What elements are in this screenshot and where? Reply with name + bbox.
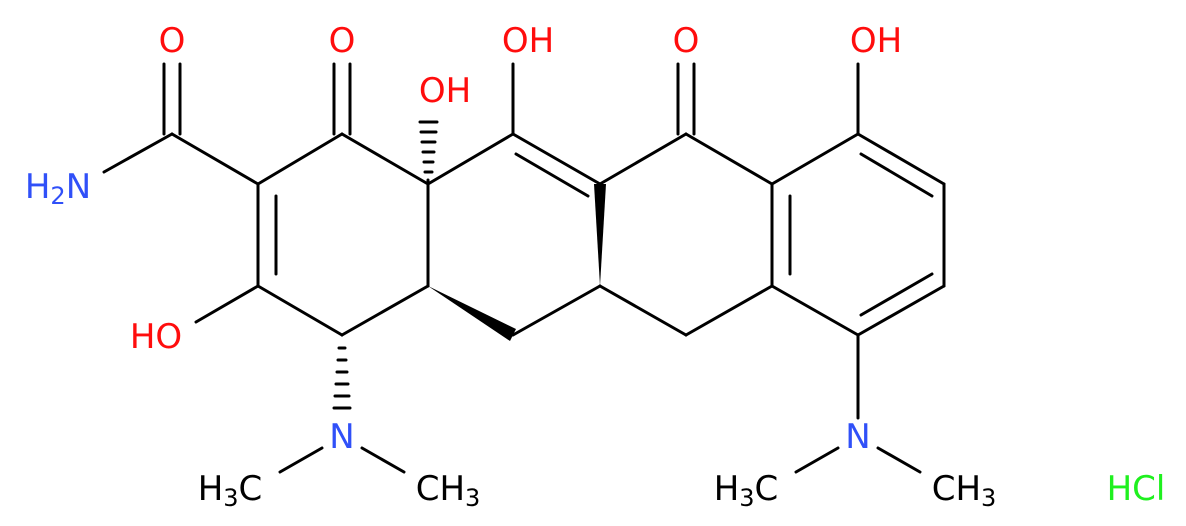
bond-c10-c9 xyxy=(856,132,946,186)
wedge-c4a-c5 xyxy=(428,286,516,341)
oxygen-amide-label: O xyxy=(159,21,186,61)
bond-c1-c2 xyxy=(256,132,344,186)
bond-c12-c11a-inner xyxy=(514,152,590,198)
bond-c11a-c11 xyxy=(598,132,688,186)
hydroxyl-c12-label: OH xyxy=(502,21,554,61)
hashed-wedge-c4-n xyxy=(332,346,352,410)
hydroxyl-c10-label: OH xyxy=(850,21,902,61)
bond-camide-n xyxy=(102,132,174,174)
hydroxyl-c12a-label: OH xyxy=(419,71,471,111)
wedge-c5a-c11a xyxy=(594,184,606,286)
nitrogen-c4-label: N xyxy=(329,417,354,457)
bond-n4-ch3-left xyxy=(278,446,324,474)
bond-n7-ch3-left xyxy=(794,446,840,474)
bond-c12a-c1 xyxy=(340,132,430,186)
amine-amide-label: H2N xyxy=(25,167,91,210)
bond-c3-oh xyxy=(194,284,260,324)
methyl-n4-left-label: H3C xyxy=(198,469,263,512)
bond-c6-c5a xyxy=(598,284,688,337)
oxygen-c11-label: O xyxy=(673,21,700,61)
bond-c12-c11a xyxy=(511,132,602,186)
bond-n7-ch3-right xyxy=(876,446,922,474)
bond-c10-c9-inner xyxy=(859,152,934,198)
atom-labels: O O OH O OH OH HO H2N N N H3C CH3 H3C CH… xyxy=(25,21,1166,512)
bond-c8-c7 xyxy=(856,284,946,337)
bond-c2-camide xyxy=(170,132,260,186)
bond-c10a-c10 xyxy=(770,132,860,186)
methyl-n7-right-label: CH3 xyxy=(932,469,997,512)
bond-c8-c7-inner xyxy=(859,272,934,317)
nitrogen-c7-label: N xyxy=(845,417,870,457)
salt-hcl-label: HCl xyxy=(1107,469,1166,509)
bond-c5-c5a xyxy=(511,284,602,337)
methyl-n4-right-label: CH3 xyxy=(416,469,481,512)
hydroxyl-c3-label: HO xyxy=(130,317,182,357)
bond-c3-c4 xyxy=(256,284,344,337)
bonds xyxy=(102,62,946,474)
bond-n4-ch3-right xyxy=(360,446,406,474)
stereo-bonds xyxy=(332,120,606,410)
bond-c11-c10a xyxy=(684,132,774,186)
bond-c6a-c6 xyxy=(684,284,774,337)
hashed-wedge-c12a-oh xyxy=(418,120,439,186)
bond-c7-c6a xyxy=(770,284,860,337)
bond-c12a-c12 xyxy=(426,132,515,186)
oxygen-c1-label: O xyxy=(329,21,356,61)
methyl-n7-left-label: H3C xyxy=(714,469,779,512)
bond-c4-c4a xyxy=(340,284,430,337)
